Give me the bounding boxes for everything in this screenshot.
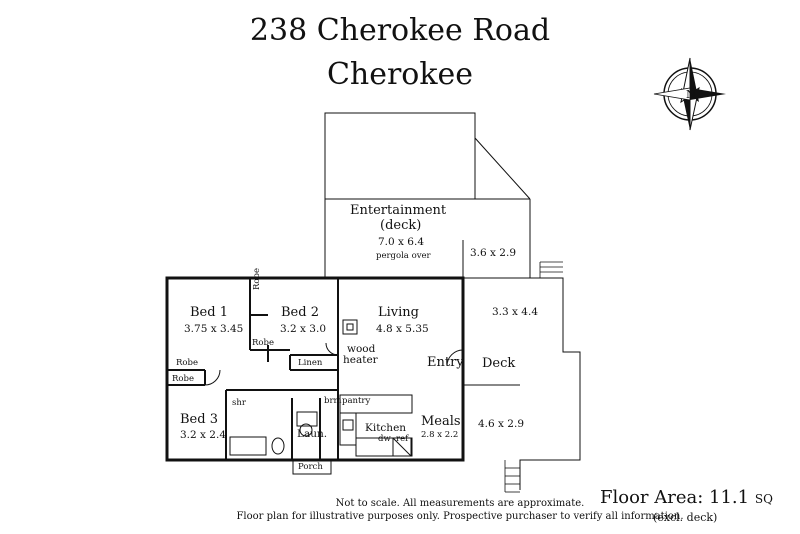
bed3-size: 3.2 x 2.4 — [180, 429, 226, 441]
dishwasher-label: dw — [378, 434, 391, 444]
deck-right-size: 3.3 x 4.4 — [492, 306, 538, 318]
kitchen-label: Kitchen — [365, 422, 407, 434]
laundry-label: Laun. — [297, 428, 328, 440]
wood-heater-label-2: heater — [343, 354, 378, 366]
entertainment-sublabel: (deck) — [380, 218, 422, 233]
compass-north-label: N — [686, 88, 696, 101]
disclaimer-line-1: Not to scale. All measurements are appro… — [335, 498, 585, 509]
entertainment-note: pergola over — [376, 251, 431, 261]
fridge-label: ref — [396, 434, 409, 444]
robe-label-d: Robe — [252, 338, 274, 348]
entry-label: Entry — [427, 355, 464, 370]
entertainment-size: 7.0 x 6.4 — [378, 236, 424, 248]
deck-lower-size: 4.6 x 2.9 — [478, 418, 524, 430]
floor-area-value: Floor Area: 11.1 — [600, 487, 750, 508]
linen-label: Linen — [298, 358, 323, 368]
meals-label: Meals — [421, 414, 461, 429]
entertainment-label: Entertainment — [350, 203, 447, 218]
page-subtitle: Cherokee — [326, 57, 474, 92]
disclaimer-line-2: Floor plan for illustrative purposes onl… — [236, 511, 684, 522]
porch-label: Porch — [298, 462, 323, 472]
bed3-label: Bed 3 — [180, 412, 218, 427]
robe-label-a: Robe — [176, 358, 198, 368]
page-title: 238 Cherokee Road — [249, 13, 551, 48]
wood-heater-label-1: wood — [347, 343, 376, 355]
floor-area: Floor Area: 11.1 SQ — [600, 487, 773, 508]
deck-label: Deck — [482, 356, 516, 371]
pantry-label: pantry — [342, 396, 371, 406]
robe-label-b: Robe — [172, 374, 194, 384]
bed1-label: Bed 1 — [190, 305, 228, 320]
broom-label: brm — [324, 396, 342, 406]
deck-upper-size: 3.6 x 2.9 — [470, 247, 516, 259]
meals-size: 2.8 x 2.2 — [421, 430, 459, 440]
living-size: 4.8 x 5.35 — [376, 323, 429, 335]
bed2-label: Bed 2 — [281, 305, 319, 320]
bed2-size: 3.2 x 3.0 — [280, 323, 326, 335]
living-label: Living — [378, 305, 419, 320]
compass-icon — [653, 57, 726, 131]
robe-label-c: Robe — [252, 268, 262, 290]
floor-area-note: (excl. deck) — [653, 511, 718, 524]
shower-label: shr — [232, 398, 246, 408]
floor-area-unit: SQ — [754, 492, 773, 506]
bed1-size: 3.75 x 3.45 — [184, 323, 244, 335]
